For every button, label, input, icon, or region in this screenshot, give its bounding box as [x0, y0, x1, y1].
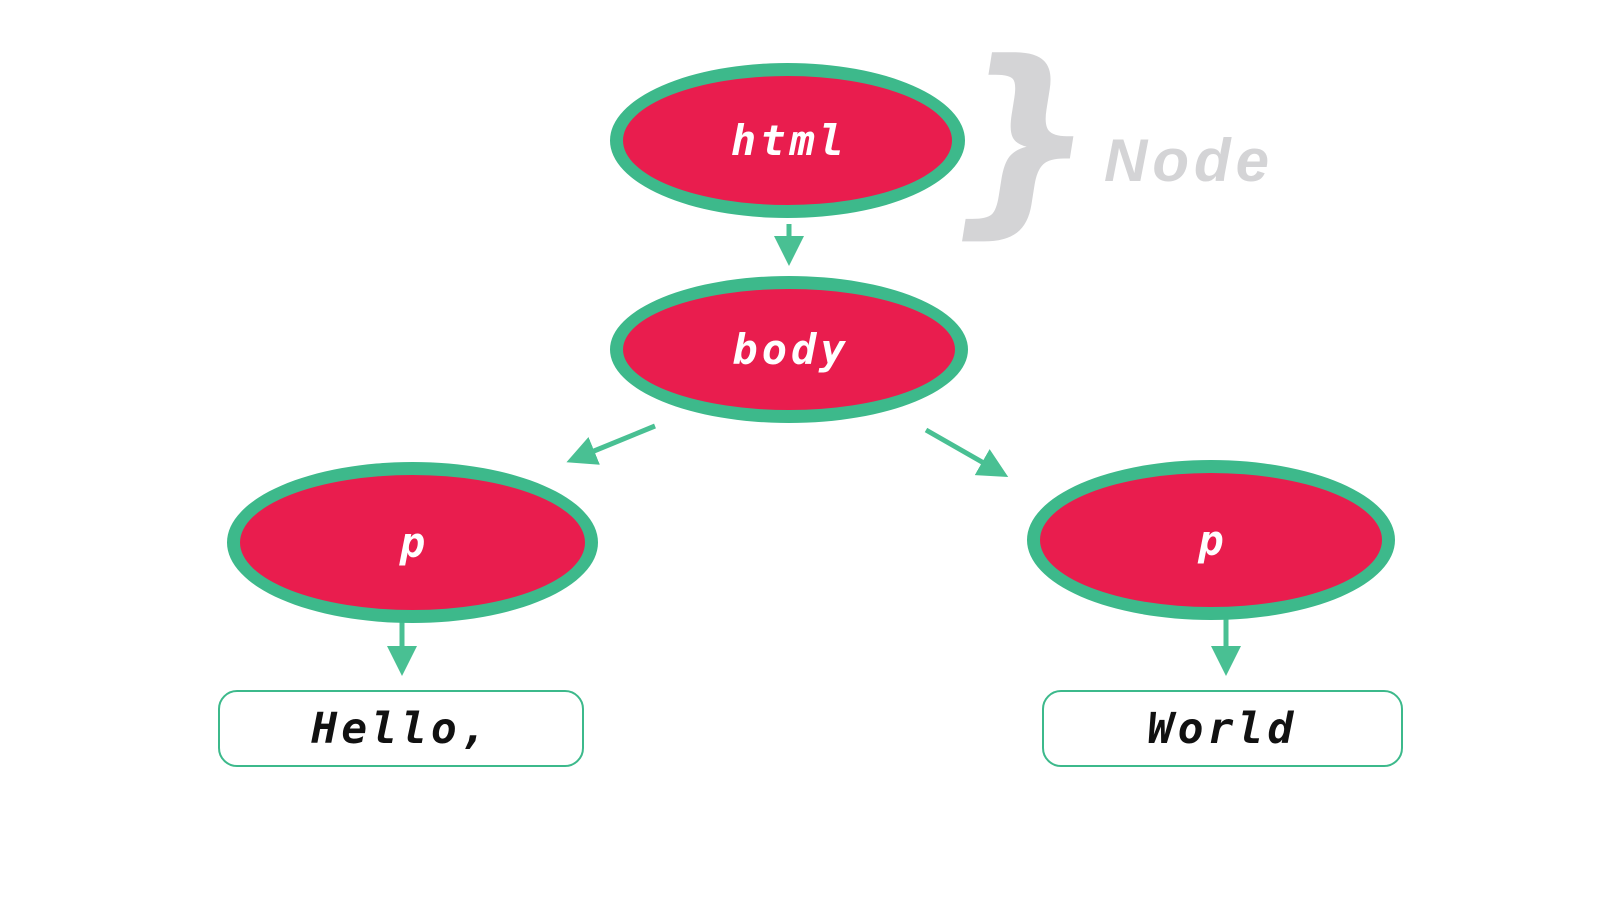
node-html-label: html [730, 116, 849, 165]
text-node-hello-label: Hello, [311, 703, 491, 754]
edge-body-pleft-arrow [566, 423, 656, 465]
text-node-world: World [1042, 690, 1403, 767]
node-body: body [610, 276, 968, 423]
edge-body-pright-arrow [924, 427, 1009, 477]
node-p-left: p [227, 462, 598, 623]
node-p-left-label: p [399, 518, 430, 567]
node-body-label: body [732, 325, 850, 374]
node-p-right-label: p [1198, 515, 1228, 565]
text-node-hello: Hello, [218, 690, 584, 767]
node-p-right: p [1027, 460, 1395, 620]
node-annotation-label: Node [1104, 127, 1274, 194]
node-html: html [610, 63, 965, 218]
text-node-world-label: World [1147, 703, 1298, 754]
